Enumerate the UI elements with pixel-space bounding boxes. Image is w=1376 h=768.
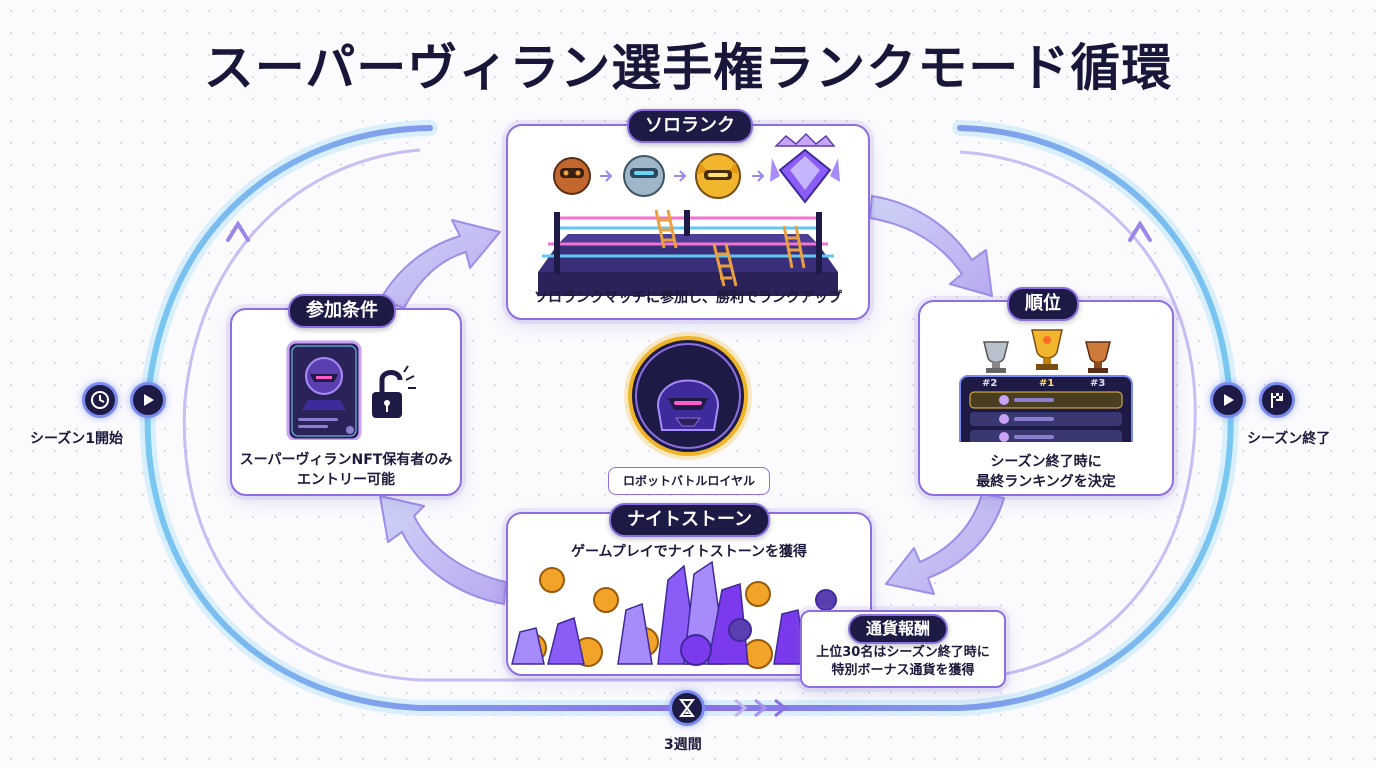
entry-caption-line1: スーパーヴィランNFT保有者のみ — [239, 452, 453, 468]
ranking-card: #2 #1 #3 シーズン終了時に 最終ランキングを決定 — [918, 300, 1174, 496]
crystal-icons — [511, 560, 853, 665]
ranking-illustration — [959, 329, 1133, 442]
currency-reward-label: 通貨報酬 — [848, 614, 949, 644]
flow-arrows — [379, 195, 1005, 605]
duration-label: 3週間 — [664, 737, 702, 753]
diamond-crown-rank-icon — [770, 132, 840, 204]
center-robot-emblem — [624, 332, 752, 460]
play-icon — [1224, 394, 1234, 406]
entry-condition-card: スーパーヴィランNFT保有者のみ エントリー可能 — [230, 308, 462, 496]
leaderboard-panel — [959, 375, 1133, 442]
entry-condition-label: 参加条件 — [288, 294, 396, 328]
season-start-label: シーズン1開始 — [30, 431, 124, 447]
podium-label-1: #1 — [1039, 378, 1055, 389]
solo-rank-label: ソロランク — [627, 109, 753, 143]
season-start-clock-button[interactable] — [82, 382, 118, 418]
silver-trophy-icon — [983, 341, 1009, 373]
duration-hourglass-badge — [669, 690, 705, 726]
silver-robot-icon — [623, 155, 665, 197]
wrestling-ring-icon — [538, 209, 838, 296]
nightstone-caption: ゲームプレイでナイトストーンを獲得 — [570, 544, 808, 560]
currency-caption-line2: 特別ボーナス通貨を獲得 — [831, 663, 975, 678]
podium-label-3: #3 — [1090, 378, 1106, 389]
bronze-trophy-icon — [1085, 341, 1111, 373]
season-end-label: シーズン終了 — [1247, 431, 1331, 447]
ranking-caption-line1: シーズン終了時に — [990, 454, 1102, 470]
podium-label-2: #2 — [982, 378, 998, 389]
solo-rank-illustration — [538, 132, 840, 296]
gold-trophy-icon — [1031, 329, 1063, 370]
solo-rank-caption: ソロランクマッチに参加し、勝利でランクアップ — [534, 290, 842, 306]
season-end-flag-button[interactable] — [1259, 382, 1295, 418]
nightstone-label: ナイトストーン — [609, 503, 771, 537]
nft-card-icon — [286, 340, 362, 440]
season-end-play-button[interactable] — [1210, 382, 1246, 418]
solo-rank-card: ソロランクマッチに参加し、勝利でランクアップ — [506, 124, 870, 320]
entry-caption-line2: エントリー可能 — [297, 472, 395, 488]
play-icon — [144, 394, 154, 406]
page-title: スーパーヴィラン選手権ランクモード循環 — [203, 39, 1173, 97]
currency-caption-line1: 上位30名はシーズン終了時に — [816, 645, 990, 660]
gold-robot-icon — [695, 153, 741, 199]
bronze-robot-icon — [553, 157, 591, 195]
entry-illustration — [286, 340, 416, 440]
ranking-label: 順位 — [1007, 287, 1079, 321]
season-start-play-button[interactable] — [130, 382, 166, 418]
nightstone-card: ゲームプレイでナイトストーンを獲得 — [506, 512, 872, 676]
unlock-icon — [372, 365, 416, 418]
flag-icon — [1271, 393, 1283, 408]
season-loop — [139, 120, 1239, 718]
ranking-caption-line2: 最終ランキングを決定 — [976, 474, 1116, 490]
hourglass-icon — [679, 699, 695, 717]
purple-coin-icons — [680, 589, 837, 666]
nightstone-treasure-illustration — [511, 560, 853, 669]
center-label: ロボットバトルロイヤル — [608, 467, 770, 495]
clock-icon — [91, 391, 109, 409]
